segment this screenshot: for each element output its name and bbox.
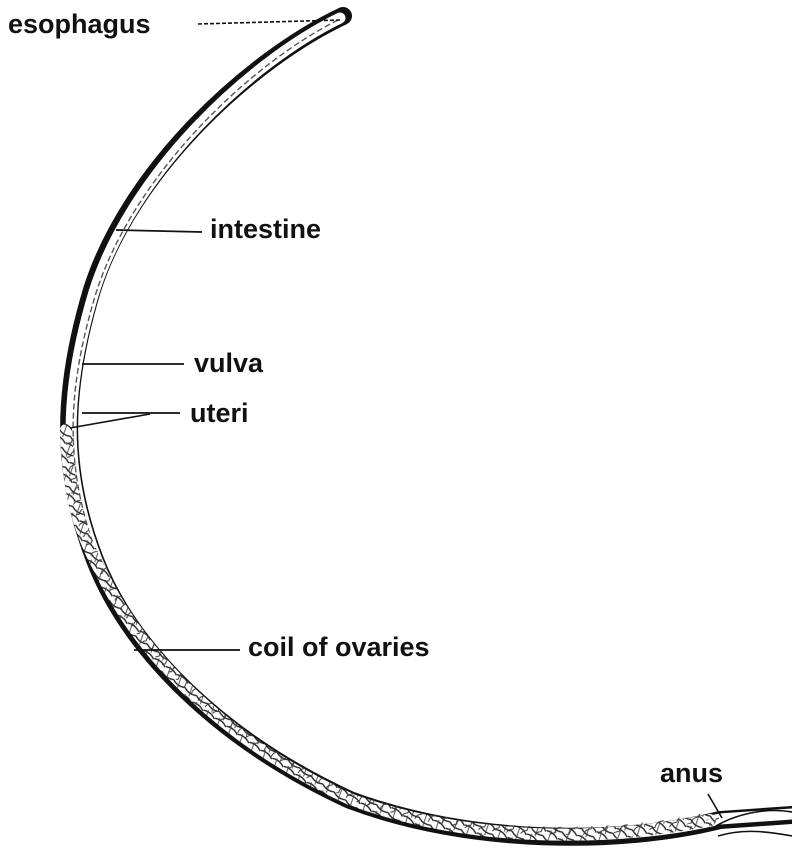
label-intestine: intestine — [210, 214, 321, 244]
labels: esophagus intestine vulva uteri coil of … — [8, 9, 723, 788]
label-vulva: vulva — [194, 348, 264, 378]
worm-body-inner — [71, 18, 792, 835]
label-esophagus: esophagus — [8, 9, 151, 39]
worm-body-outline — [69, 16, 792, 837]
label-anus: anus — [660, 758, 723, 788]
label-coil-of-ovaries: coil of ovaries — [248, 632, 430, 662]
leader-lines — [70, 20, 722, 818]
label-uteri: uteri — [190, 398, 249, 428]
intestine-leader — [116, 230, 202, 232]
uteri-leader-lower — [70, 414, 150, 428]
worm-body — [66, 16, 792, 837]
worm-tail-lower — [718, 831, 792, 836]
